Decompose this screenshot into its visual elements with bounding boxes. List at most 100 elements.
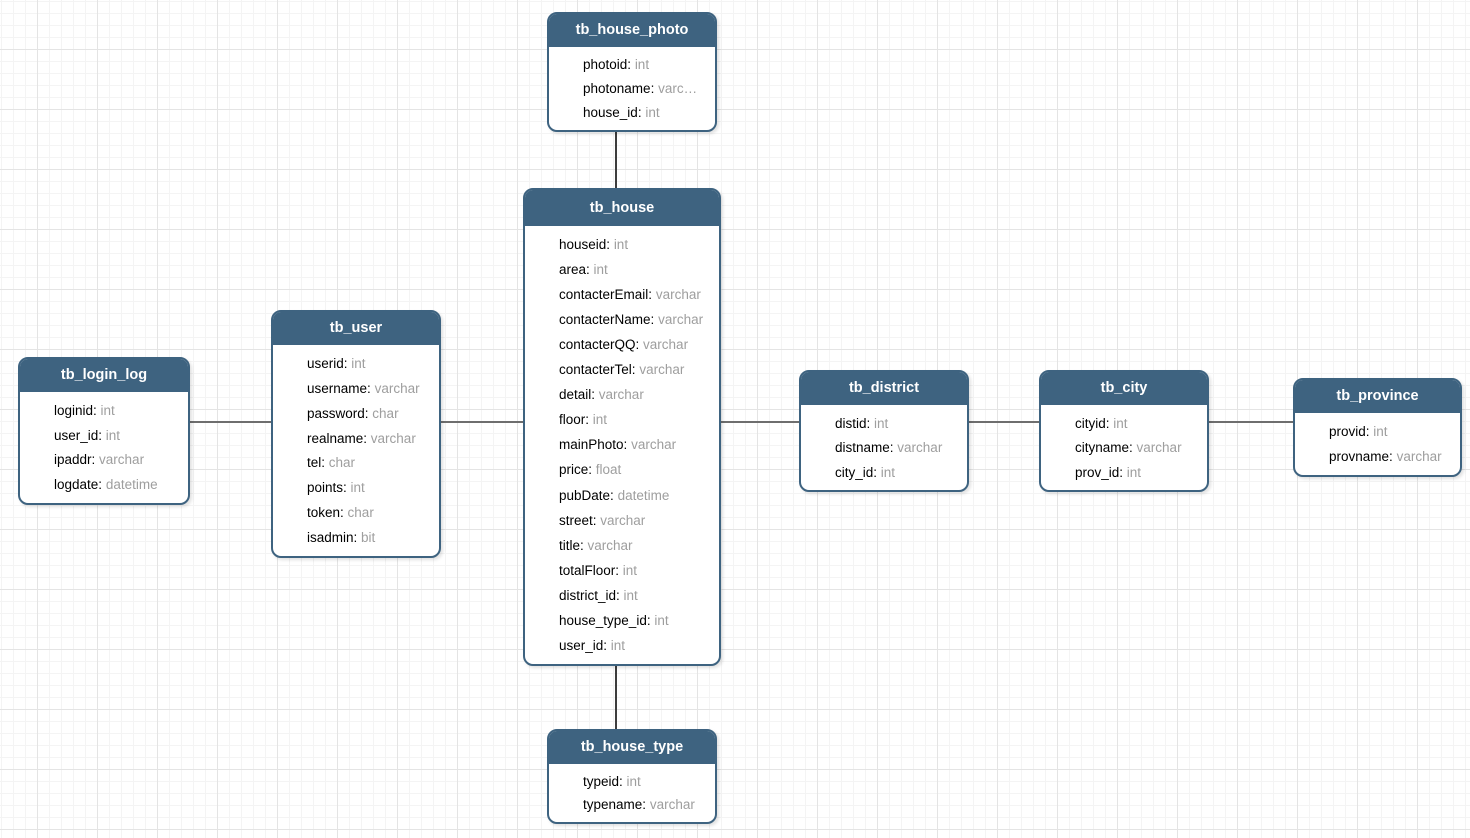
table-tb_house_type[interactable]: tb_house_type typeid: int typename: varch… (547, 729, 717, 824)
table-field-row[interactable]: photoid: int (583, 56, 709, 73)
field-separator: : (367, 380, 375, 396)
field-type: char (328, 455, 356, 471)
table-field-row[interactable]: token: char (307, 504, 433, 521)
connector-tb_house-tb_district[interactable] (721, 421, 799, 423)
table-field-row[interactable]: typename: varchar (583, 796, 709, 813)
table-field-row[interactable]: contacterTel: varchar (559, 361, 713, 378)
field-type: varchar (649, 797, 695, 813)
table-field-row[interactable]: isadmin: bit (307, 529, 433, 546)
connector-tb_login_log-tb_user[interactable] (190, 421, 271, 423)
connector-tb_house-tb_house_type[interactable] (615, 666, 617, 729)
field-name: area (559, 262, 587, 278)
field-separator: : (606, 237, 614, 253)
field-type: int (613, 237, 629, 253)
table-header[interactable]: tb_city (1041, 372, 1207, 405)
field-separator: : (642, 797, 650, 813)
table-field-row[interactable]: username: varchar (307, 380, 433, 397)
table-tb_house[interactable]: tb_house houseid: int area: int contacterE… (523, 188, 721, 666)
table-field-row[interactable]: prov_id: int (1075, 464, 1201, 481)
table-tb_district[interactable]: tb_district distid: int distname: varchar… (799, 370, 969, 492)
table-header[interactable]: tb_login_log (20, 359, 188, 392)
table-field-row[interactable]: pubDate: datetime (559, 487, 713, 504)
field-type: varchar (897, 440, 943, 455)
table-field-row[interactable]: street: varchar (559, 512, 713, 529)
table-tb_login_log[interactable]: tb_login_log loginid: int user_id: int ipa… (18, 357, 190, 505)
table-field-row[interactable]: typeid: int (583, 773, 709, 790)
field-type: varchar (655, 287, 701, 303)
table-field-row[interactable]: provid: int (1329, 423, 1454, 440)
field-name: street (559, 512, 593, 528)
table-field-row[interactable]: mainPhoto: varchar (559, 436, 713, 453)
field-name: house_id (583, 105, 638, 120)
table-field-row[interactable]: logdate: datetime (54, 476, 182, 493)
field-separator: : (873, 464, 881, 480)
connector-tb_user-tb_house[interactable] (441, 421, 523, 423)
table-tb_province[interactable]: tb_province provid: int provname: varchar (1293, 378, 1462, 477)
table-field-row[interactable]: contacterName: varchar (559, 311, 713, 328)
field-name: contacterEmail (559, 287, 649, 303)
field-name: photoid (583, 57, 628, 72)
table-field-row[interactable]: realname: varchar (307, 430, 433, 447)
table-field-row[interactable]: distname: varchar (835, 439, 961, 456)
table-header[interactable]: tb_house_photo (549, 14, 715, 47)
table-tb_user[interactable]: tb_user userid: int username: varchar pass… (271, 310, 441, 558)
table-field-row[interactable]: password: char (307, 405, 433, 422)
table-header[interactable]: tb_province (1295, 380, 1460, 413)
table-field-row[interactable]: house_type_id: int (559, 612, 713, 629)
field-separator: : (1119, 464, 1127, 480)
table-field-row[interactable]: cityname: varchar (1075, 439, 1201, 456)
table-field-row[interactable]: houseid: int (559, 236, 713, 253)
table-field-row[interactable]: house_id: int (583, 104, 709, 121)
table-field-row[interactable]: tel: char (307, 454, 433, 471)
table-field-row[interactable]: user_id: int (559, 637, 713, 654)
table-field-row[interactable]: contacterQQ: varchar (559, 336, 713, 353)
connector-tb_city-tb_province[interactable] (1209, 421, 1293, 423)
table-header[interactable]: tb_house_type (549, 731, 715, 764)
table-field-row[interactable]: provname: varchar (1329, 448, 1454, 465)
table-field-row[interactable]: detail: varchar (559, 386, 713, 403)
table-field-row[interactable]: user_id: int (54, 427, 182, 444)
field-separator: : (588, 462, 596, 478)
table-field-row[interactable]: contacterEmail: varchar (559, 286, 713, 303)
table-field-row[interactable]: photoname: varc… (583, 80, 709, 97)
field-name: floor (559, 412, 586, 428)
table-field-row[interactable]: price: float (559, 461, 713, 478)
connector-tb_district-tb_city[interactable] (969, 421, 1039, 423)
table-body: photoid: int photoname: varc… house_id: in… (549, 47, 715, 130)
field-separator: : (91, 452, 100, 468)
table-field-row[interactable]: userid: int (307, 355, 433, 372)
table-field-row[interactable]: loginid: int (54, 402, 182, 419)
table-tb_house_photo[interactable]: tb_house_photo photoid: int photoname: va… (547, 12, 717, 132)
table-body: loginid: int user_id: int ipaddr: varchar l… (20, 392, 188, 503)
table-field-row[interactable]: floor: int (559, 411, 713, 428)
field-type: int (1126, 464, 1142, 480)
table-field-row[interactable]: title: varchar (559, 537, 713, 554)
field-name: tel (307, 455, 322, 471)
field-separator: : (586, 262, 594, 278)
table-field-row[interactable]: distid: int (835, 415, 961, 432)
field-name: detail (559, 387, 592, 403)
field-name: isadmin (307, 530, 354, 545)
field-type: int (350, 480, 365, 496)
table-field-row[interactable]: points: int (307, 479, 433, 496)
field-separator: : (98, 477, 106, 493)
table-header[interactable]: tb_house (525, 190, 719, 226)
table-header[interactable]: tb_user (273, 312, 439, 345)
field-type: varchar (600, 512, 646, 528)
field-name: points (307, 480, 344, 496)
table-field-row[interactable]: city_id: int (835, 464, 961, 481)
table-field-row[interactable]: cityid: int (1075, 415, 1201, 432)
table-tb_city[interactable]: tb_city cityid: int cityname: varchar prov… (1039, 370, 1209, 492)
table-body: cityid: int cityname: varchar prov_id: int (1041, 405, 1207, 490)
table-header[interactable]: tb_district (801, 372, 967, 405)
connector-tb_house_photo-tb_house[interactable] (615, 132, 617, 188)
field-separator: : (98, 427, 106, 443)
field-type: varchar (587, 537, 633, 553)
field-separator: : (1389, 449, 1397, 464)
table-field-row[interactable]: ipaddr: varchar (54, 451, 182, 468)
table-field-row[interactable]: area: int (559, 261, 713, 278)
field-type: float (595, 462, 622, 478)
table-field-row[interactable]: totalFloor: int (559, 562, 713, 579)
table-field-row[interactable]: district_id: int (559, 587, 713, 604)
